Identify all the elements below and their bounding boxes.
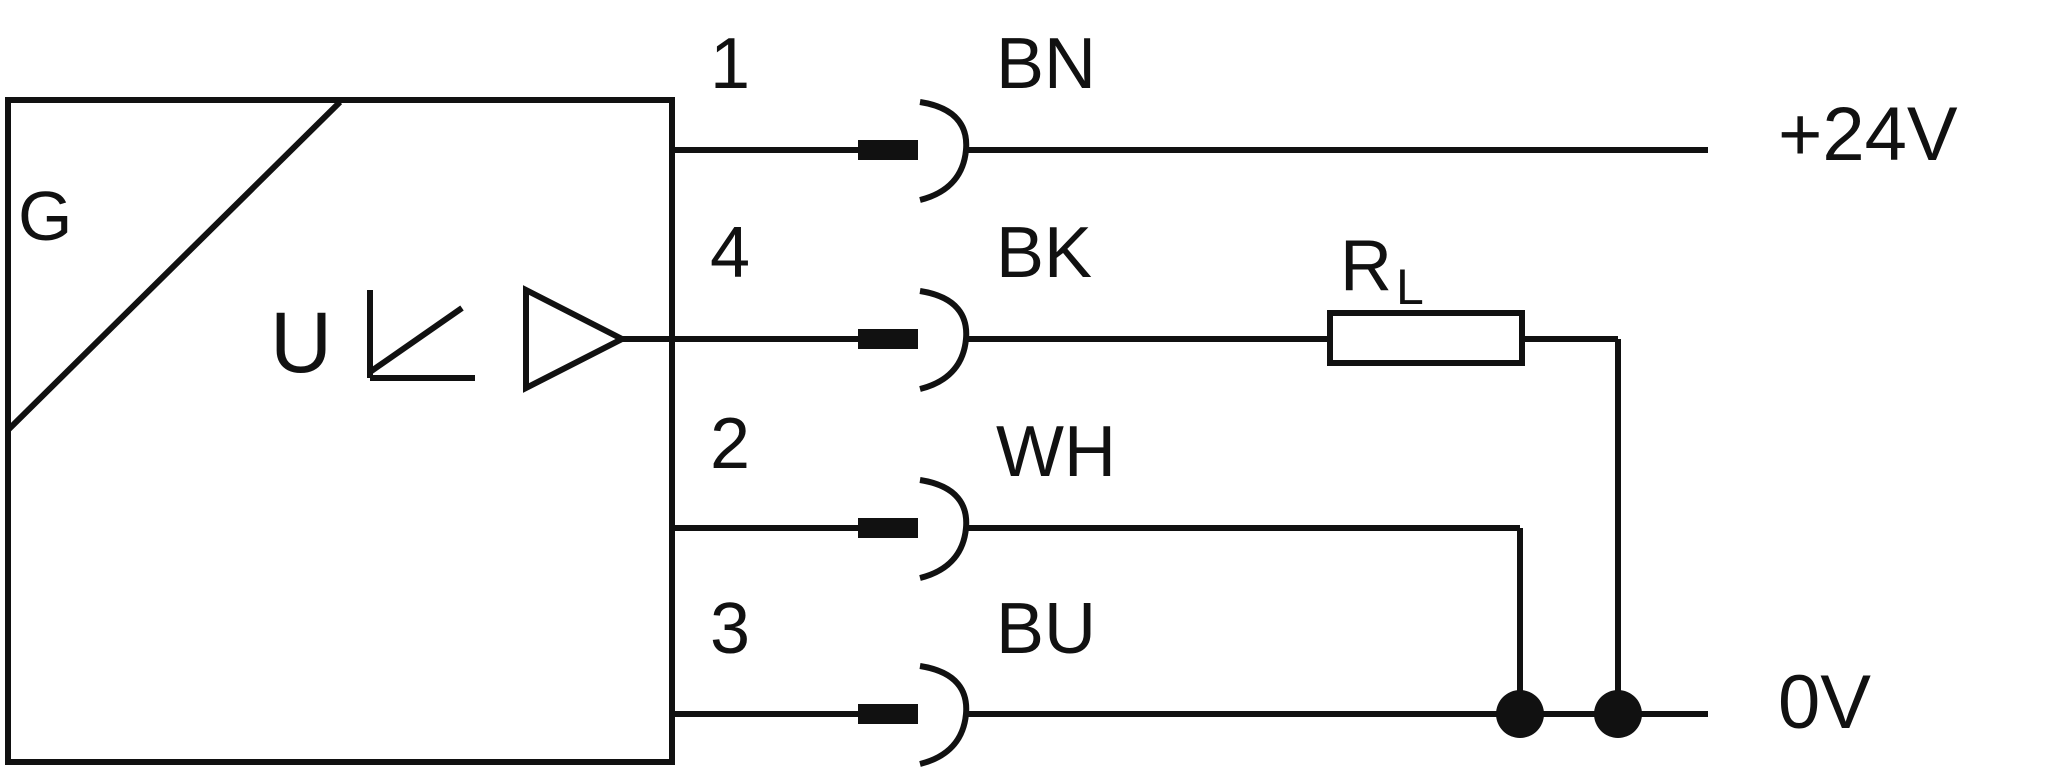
wire-color-bn: BN xyxy=(996,24,1096,104)
amplifier-triangle-icon xyxy=(523,285,629,393)
housing-diagonal xyxy=(5,99,343,433)
output-symbol-label: U xyxy=(270,295,332,391)
load-resistor xyxy=(1327,310,1525,366)
resistor-subscript: L xyxy=(1396,259,1424,315)
analog-ramp-icon xyxy=(367,290,475,381)
pin-number-2: 2 xyxy=(710,404,750,484)
wire-pin-1 xyxy=(672,99,1708,203)
pin-number-3: 3 xyxy=(710,589,750,669)
junction-dot-wh xyxy=(1496,690,1544,738)
sensor-letter: G xyxy=(18,177,72,255)
wire-pin-4 xyxy=(622,288,1621,712)
sensor-housing xyxy=(5,97,675,765)
wire-color-wh: WH xyxy=(996,412,1116,492)
wire-color-bu: BU xyxy=(996,589,1096,669)
junction-dot-bk xyxy=(1594,690,1642,738)
resistor-label: RL xyxy=(1340,226,1424,315)
pin-number-1: 1 xyxy=(710,24,750,104)
wire-pin-2 xyxy=(672,477,1523,712)
supply-positive-label: +24V xyxy=(1778,92,1958,177)
wire-color-bk: BK xyxy=(996,213,1092,293)
pin-number-4: 4 xyxy=(710,213,750,293)
wire-pin-3 xyxy=(672,663,1708,767)
supply-ground-label: 0V xyxy=(1778,660,1871,745)
